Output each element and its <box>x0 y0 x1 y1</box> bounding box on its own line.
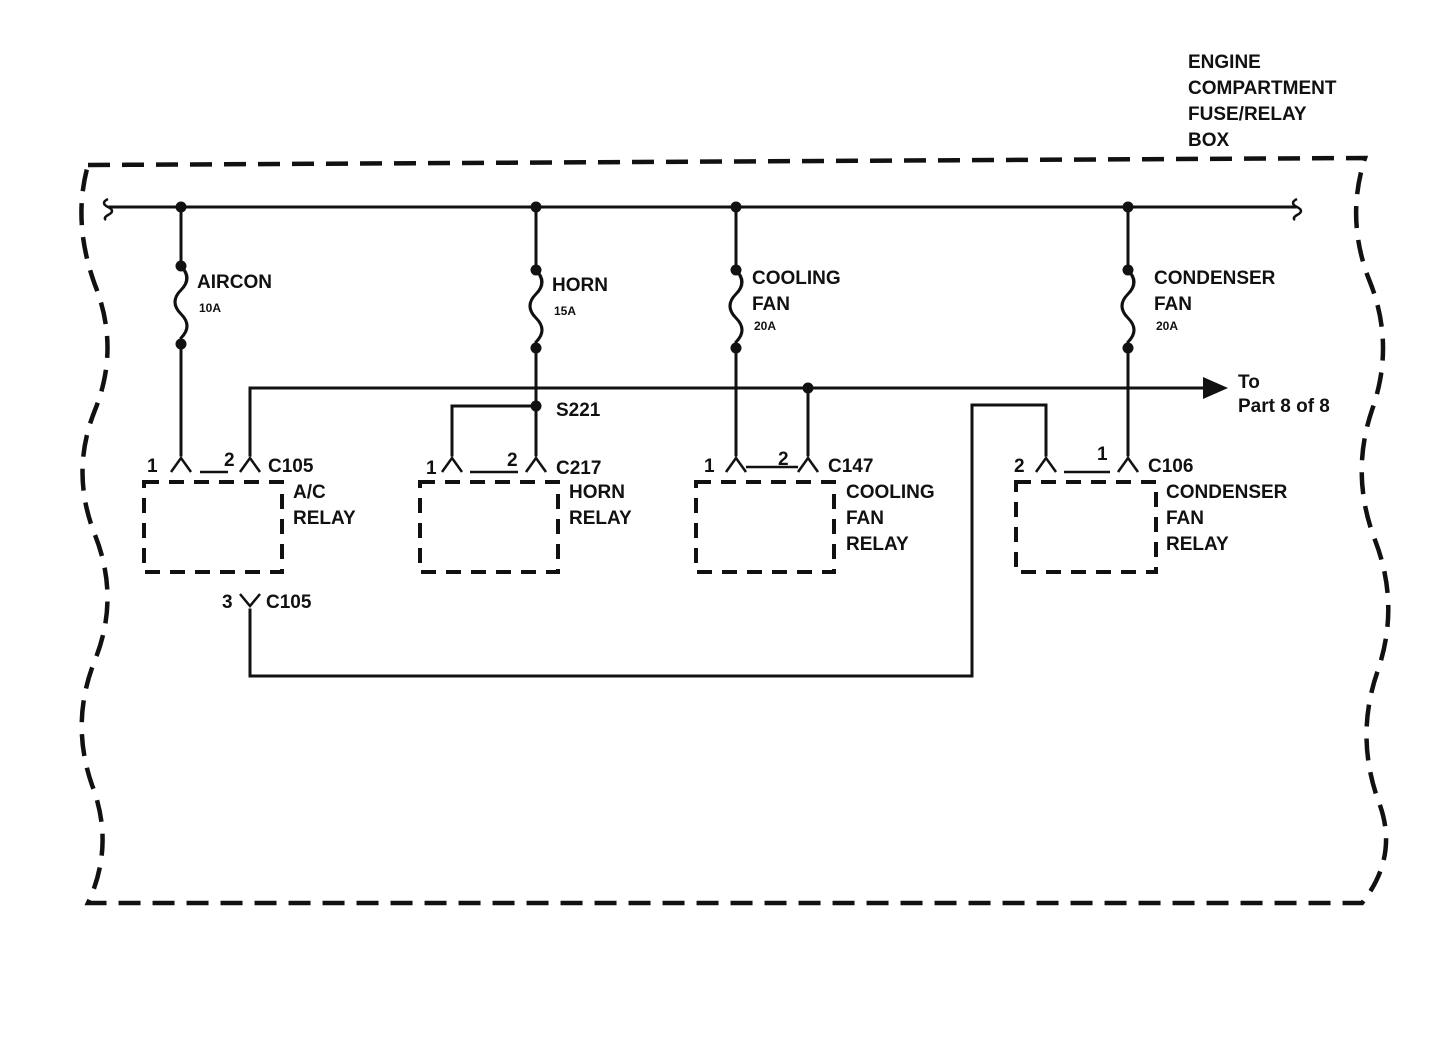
horn-relay-pin-1: 1 <box>426 458 437 479</box>
fuse-horn-rating: 15A <box>554 304 576 318</box>
fuse-horn-label: HORN <box>552 275 608 296</box>
fuse-condenser-fan-label-line-2: FAN <box>1154 294 1192 315</box>
condenser-fan-relay-label-line-3: RELAY <box>1166 534 1229 555</box>
condenser-fan-relay-pin-1: 1 <box>1097 444 1108 465</box>
cooling-fan-relay-label-line-3: RELAY <box>846 534 909 555</box>
cooling-fan-relay-pin-2: 2 <box>778 449 789 470</box>
fuse-condenser-fan-label-line-1: CONDENSER <box>1154 268 1276 289</box>
box-title-line-2: COMPARTMENT <box>1188 78 1337 99</box>
box-title-line-1: ENGINE <box>1188 52 1261 73</box>
condenser-fan-relay-connector: C106 <box>1148 456 1193 477</box>
cooling-fan-relay-label-line-2: FAN <box>846 508 884 529</box>
box-title-line-4: BOX <box>1188 130 1230 151</box>
fuse-cooling-fan-label-line-2: FAN <box>752 294 790 315</box>
fuse-aircon-label: AIRCON <box>197 272 272 293</box>
horn-relay-label-line-1: HORN <box>569 482 625 503</box>
fuse-horn: HORN 15A <box>528 205 608 457</box>
condenser-fan-relay-pin-2: 2 <box>1014 456 1025 477</box>
cooling-fan-relay-pin-1: 1 <box>704 456 715 477</box>
fuse-condenser-fan-rating: 20A <box>1156 319 1178 333</box>
condenser-fan-relay-label-line-1: CONDENSER <box>1166 482 1288 503</box>
cooling-fan-relay-connector: C147 <box>828 456 873 477</box>
fuse-relay-box-boundary <box>79 155 1391 906</box>
ac-relay: 1 2 C105 A/C RELAY 3 C105 <box>142 450 356 613</box>
ac-relay-pin-1: 1 <box>147 456 158 477</box>
horn-relay: 1 2 C217 HORN RELAY <box>418 450 632 574</box>
horn-relay-label-line-2: RELAY <box>569 508 632 529</box>
box-title: ENGINE COMPARTMENT FUSE/RELAY BOX <box>1188 52 1337 151</box>
cooling-fan-relay: 1 2 C147 COOLING FAN RELAY <box>694 449 935 574</box>
condenser-fan-relay: 2 1 C106 CONDENSER FAN RELAY <box>1014 444 1288 574</box>
continuation-wire: To Part 8 of 8 <box>248 372 1330 457</box>
horn-relay-connector: C217 <box>556 458 601 479</box>
power-bus <box>102 197 1303 222</box>
fuse-condenser-fan: CONDENSER FAN 20A <box>1120 205 1276 457</box>
fuse-aircon-rating: 10A <box>199 301 221 315</box>
fuse-cooling-fan-label-line-1: COOLING <box>752 268 841 289</box>
continuation-label-line-1: To <box>1238 372 1260 393</box>
ac-relay-pin-3: 3 <box>222 592 233 613</box>
fuse-cooling-fan: COOLING FAN 20A <box>728 205 841 457</box>
ac-relay-label-line-1: A/C <box>293 482 326 503</box>
ac-relay-connector: C105 <box>268 456 314 477</box>
splice-label: S221 <box>556 400 601 421</box>
cooling-fan-relay-label-line-1: COOLING <box>846 482 935 503</box>
ac-relay-pin-2: 2 <box>224 450 235 471</box>
ac-relay-bottom-connector: C105 <box>266 592 312 613</box>
horn-relay-pin-2: 2 <box>507 450 518 471</box>
ac-relay-return-wire <box>248 403 1048 678</box>
splice-s221: S221 <box>450 400 601 457</box>
fuse-aircon: AIRCON 10A <box>173 205 272 457</box>
fuse-cooling-fan-rating: 20A <box>754 319 776 333</box>
ac-relay-label-line-2: RELAY <box>293 508 356 529</box>
condenser-fan-relay-label-line-2: FAN <box>1166 508 1204 529</box>
continuation-label-line-2: Part 8 of 8 <box>1238 396 1330 417</box>
box-title-line-3: FUSE/RELAY <box>1188 104 1307 125</box>
